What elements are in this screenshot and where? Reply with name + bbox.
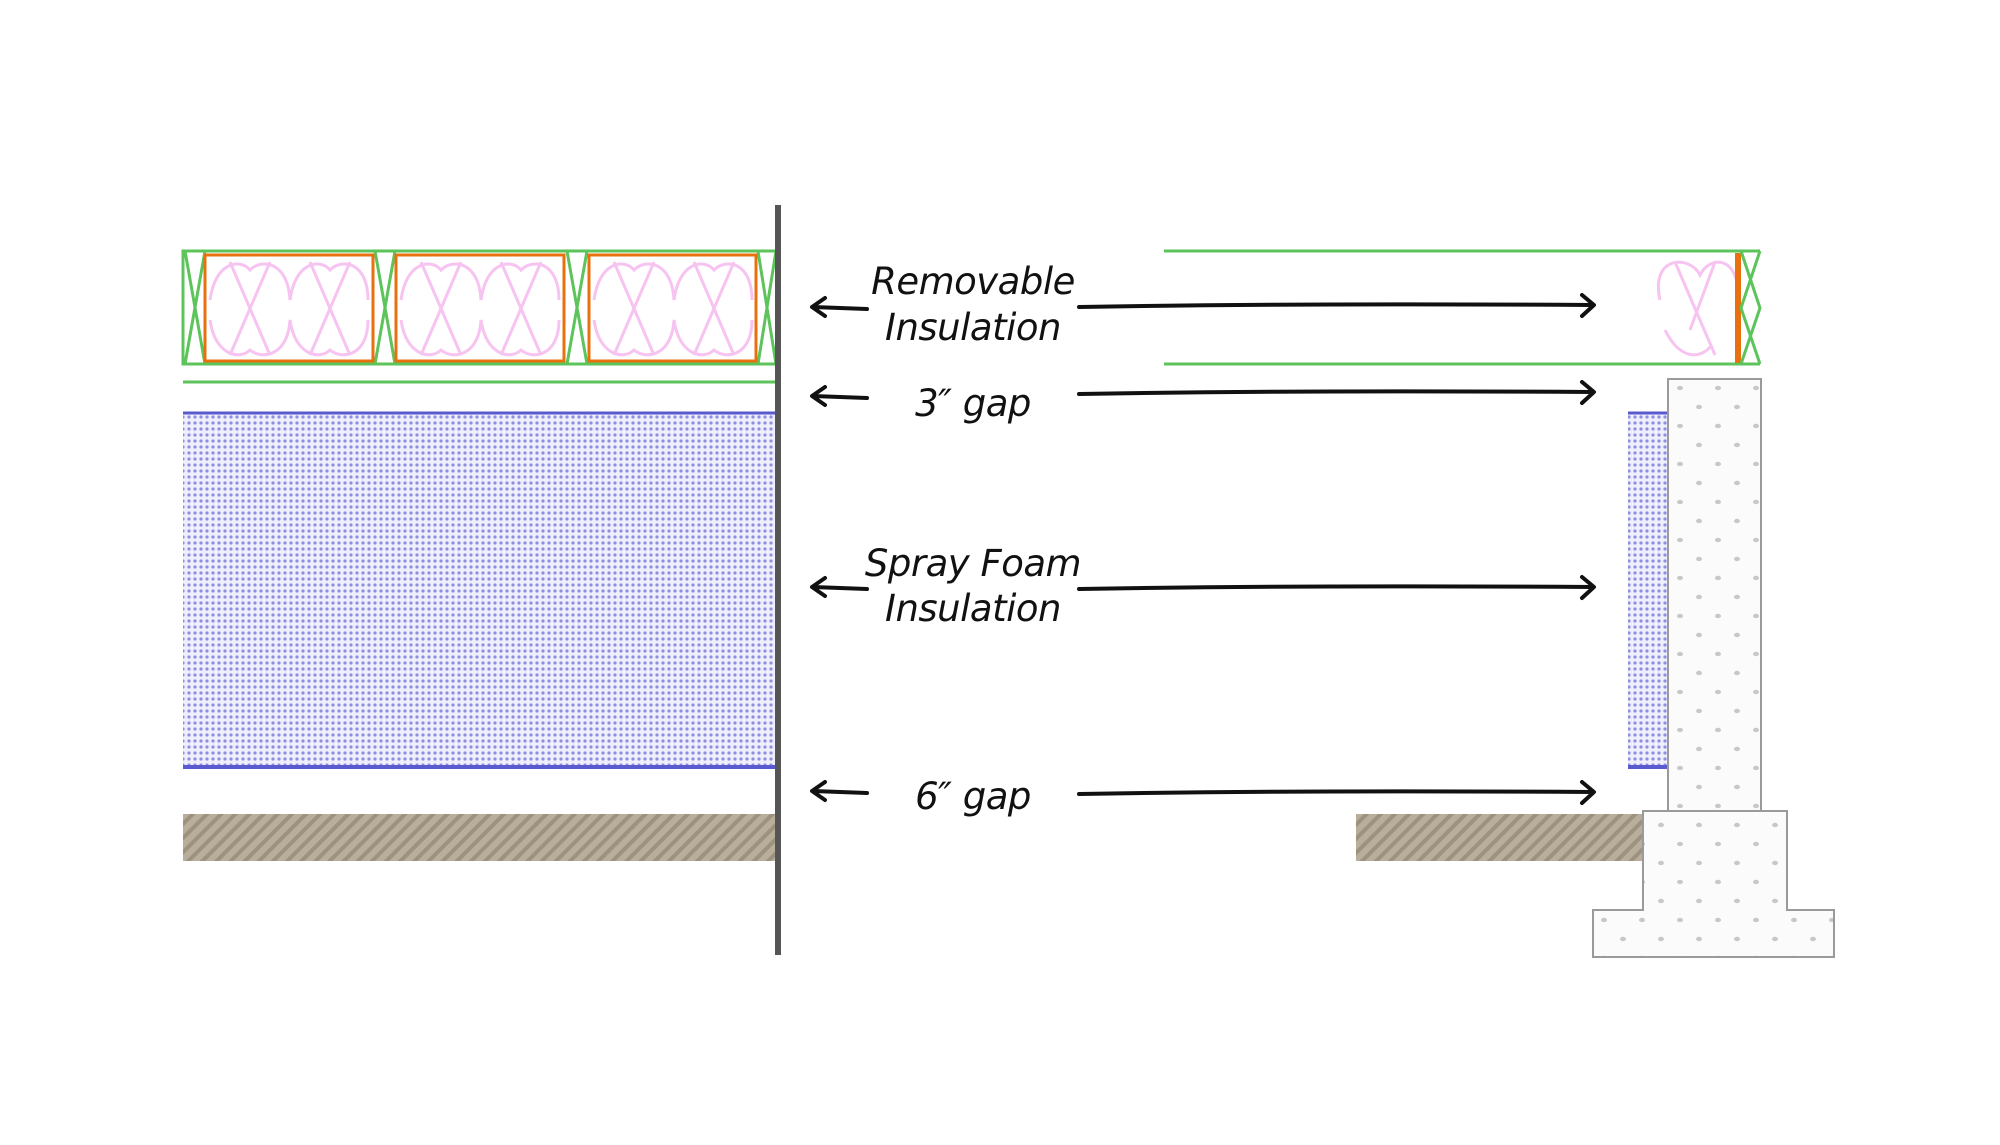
label-removable-line2: Insulation [885, 306, 1061, 349]
arrow-spray-foam [810, 575, 1596, 600]
ground-right [1356, 814, 1643, 861]
foundation-wall-footing [1592, 378, 1835, 958]
arrows [810, 293, 1596, 805]
joist-x-marks [183, 250, 778, 365]
label-6in-gap: 6″ gap [915, 775, 1031, 818]
removable-insulation-right [1164, 249, 1762, 366]
arrow-3in-gap [810, 380, 1596, 407]
batts [205, 255, 756, 361]
spray-foam-left [183, 411, 778, 769]
spray-foam-right [1628, 411, 1668, 769]
label-spray-line2: Insulation [885, 587, 1061, 630]
removable-insulation-left [181, 249, 780, 384]
arrow-6in-gap [810, 780, 1596, 805]
label-3in-gap: 3″ gap [915, 382, 1031, 425]
label-removable-line1: Removable [871, 260, 1075, 303]
label-spray-line1: Spray Foam [865, 542, 1081, 585]
ground-left [183, 814, 778, 861]
arrow-removable [810, 293, 1596, 318]
